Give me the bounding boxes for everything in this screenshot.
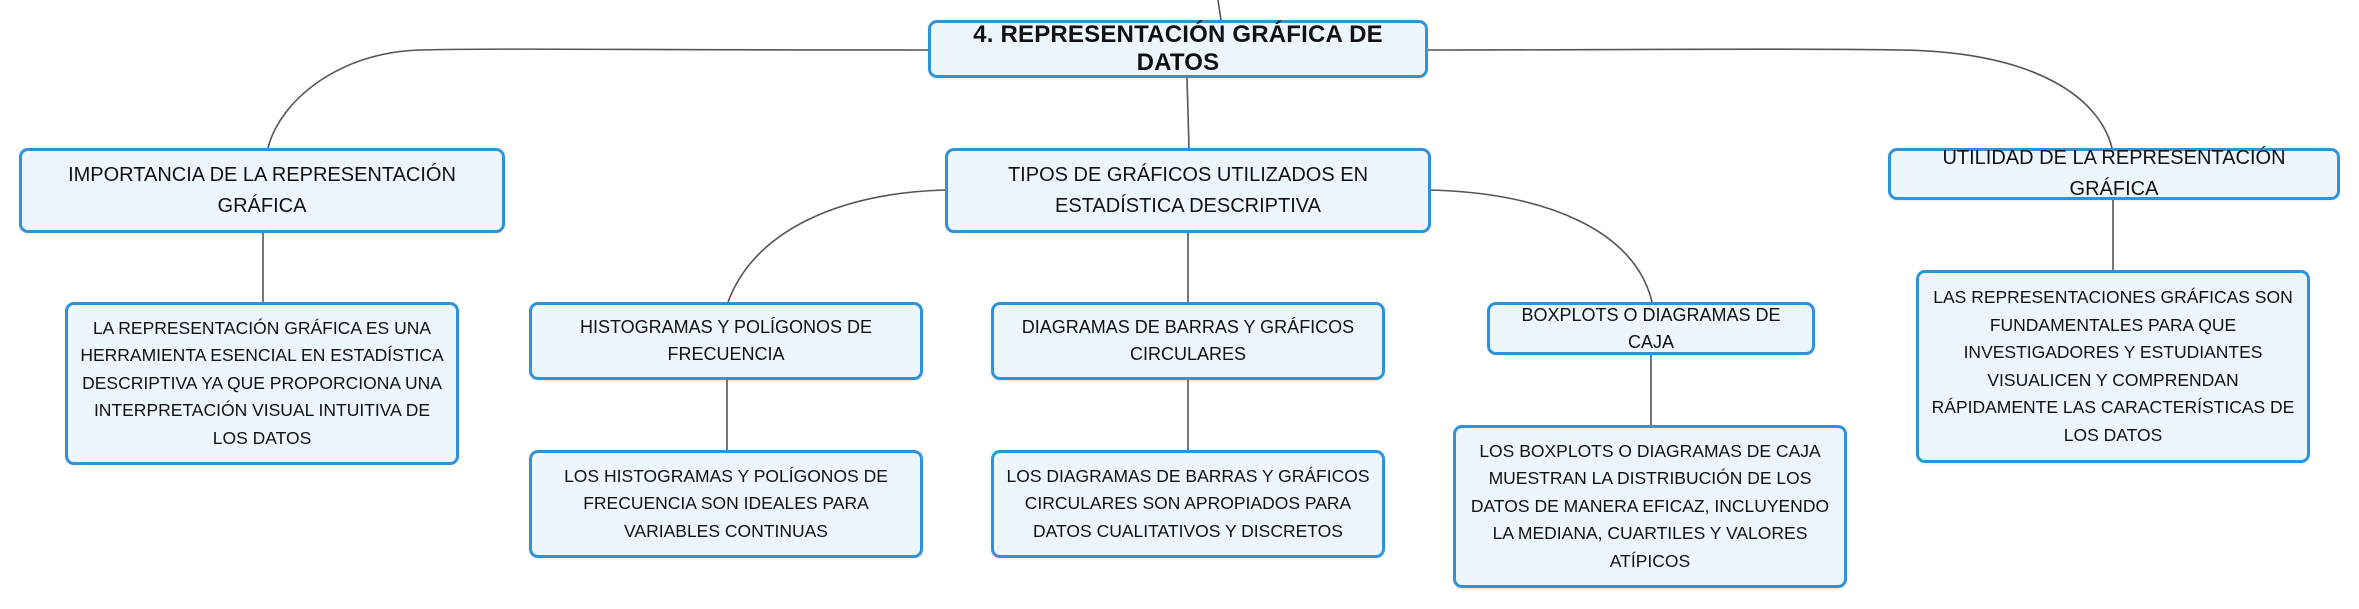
barras-detail-node[interactable]: LOS DIAGRAMAS DE BARRAS Y GRÁFICOS CIRCU… <box>991 450 1385 558</box>
histogramas-title: HISTOGRAMAS Y POLÍGONOS DE FRECUENCIA <box>579 317 873 364</box>
barras-detail-text: LOS DIAGRAMAS DE BARRAS Y GRÁFICOS CIRCU… <box>1006 465 1370 541</box>
barras-node[interactable]: DIAGRAMAS DE BARRAS Y GRÁFICOS CIRCULARE… <box>991 302 1385 380</box>
boxplots-detail-node[interactable]: LOS BOXPLOTS O DIAGRAMAS DE CAJA MUESTRA… <box>1453 425 1847 588</box>
connector-tipos-boxplots <box>1429 189 1653 303</box>
connector-root-parent <box>1217 0 1222 21</box>
importancia-title: IMPORTANCIA DE LA REPRESENTACIÓN GRÁFICA <box>68 163 456 217</box>
root-node[interactable]: 4. REPRESENTACIÓN GRÁFICA DE DATOS <box>928 20 1428 78</box>
tipos-node[interactable]: TIPOS DE GRÁFICOS UTILIZADOS EN ESTADÍST… <box>945 148 1431 233</box>
importancia-detail-text: LA REPRESENTACIÓN GRÁFICA ES UNA HERRAMI… <box>80 317 444 448</box>
boxplots-title: BOXPLOTS O DIAGRAMAS DE CAJA <box>1521 304 1781 352</box>
tipos-title: TIPOS DE GRÁFICOS UTILIZADOS EN ESTADÍST… <box>1007 163 1369 217</box>
boxplots-node[interactable]: BOXPLOTS O DIAGRAMAS DE CAJA <box>1487 302 1815 355</box>
utilidad-detail-text: LAS REPRESENTACIONES GRÁFICAS SON FUNDAM… <box>1931 287 2295 445</box>
boxplots-detail-text: LOS BOXPLOTS O DIAGRAMAS DE CAJA MUESTRA… <box>1470 440 1830 571</box>
importancia-node[interactable]: IMPORTANCIA DE LA REPRESENTACIÓN GRÁFICA <box>19 148 505 233</box>
root-title: 4. REPRESENTACIÓN GRÁFICA DE DATOS <box>973 21 1383 76</box>
barras-title: DIAGRAMAS DE BARRAS Y GRÁFICOS CIRCULARE… <box>1021 317 1355 364</box>
histogramas-detail-text: LOS HISTOGRAMAS Y POLÍGONOS DE FRECUENCI… <box>564 465 888 541</box>
histogramas-node[interactable]: HISTOGRAMAS Y POLÍGONOS DE FRECUENCIA <box>529 302 923 380</box>
utilidad-title: UTILIDAD DE LA REPRESENTACIÓN GRÁFICA <box>1942 147 2286 200</box>
connector-root-tipos <box>1186 77 1190 149</box>
utilidad-node[interactable]: UTILIDAD DE LA REPRESENTACIÓN GRÁFICA <box>1888 147 2340 200</box>
connector-tipos-histogramas <box>727 189 946 303</box>
connector-root-importancia <box>267 48 929 149</box>
connector-root-utilidad <box>1424 48 2113 149</box>
histogramas-detail-node[interactable]: LOS HISTOGRAMAS Y POLÍGONOS DE FRECUENCI… <box>529 450 923 558</box>
importancia-detail-node[interactable]: LA REPRESENTACIÓN GRÁFICA ES UNA HERRAMI… <box>65 302 459 465</box>
utilidad-detail-node[interactable]: LAS REPRESENTACIONES GRÁFICAS SON FUNDAM… <box>1916 270 2310 463</box>
